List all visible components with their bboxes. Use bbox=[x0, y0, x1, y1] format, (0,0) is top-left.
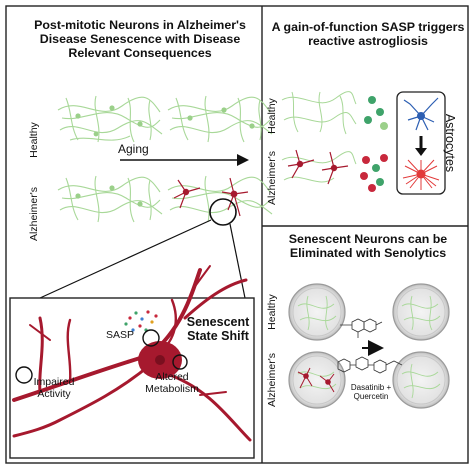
sasp-particles bbox=[124, 310, 158, 332]
neuron-nucleus bbox=[155, 355, 165, 365]
petri-alz-before bbox=[288, 351, 346, 409]
zoom-line-right bbox=[229, 223, 246, 299]
drug-label: Dasatinib + Quercetin bbox=[350, 383, 392, 401]
healthy-network-aged bbox=[167, 95, 273, 143]
tr-healthy-sasp bbox=[364, 96, 388, 130]
senescent-neuron-zoom bbox=[12, 265, 252, 442]
tr-row-label-healthy: Healthy bbox=[266, 98, 278, 134]
tr-healthy-network bbox=[281, 91, 357, 135]
petri-alz-after bbox=[392, 351, 450, 409]
row-label-alzheimers: Alzheimer's bbox=[28, 187, 40, 241]
reactive-astrocyte-body bbox=[416, 169, 426, 179]
healthy-network-young bbox=[57, 95, 163, 143]
metabolism-circle bbox=[172, 354, 188, 370]
br-row-label-healthy: Healthy bbox=[266, 294, 278, 330]
aging-label: Aging bbox=[118, 142, 149, 156]
reactive-astrocyte bbox=[402, 159, 440, 190]
tr-alz-sasp bbox=[360, 154, 388, 192]
sasp-circle bbox=[142, 329, 160, 347]
resting-astrocyte bbox=[403, 97, 439, 131]
alzheimers-network-young bbox=[57, 175, 163, 223]
zoom-line-left bbox=[39, 219, 212, 299]
resting-astrocyte-body bbox=[417, 112, 425, 120]
main-panel-title: Post-mitotic Neurons in Alzheimer's Dise… bbox=[34, 18, 246, 60]
activity-circle bbox=[15, 366, 33, 384]
senolytics-panel-title: Senescent Neurons can be Eliminated with… bbox=[288, 232, 448, 260]
astrocyte-arrowhead bbox=[415, 148, 427, 156]
br-row-label-alzheimers: Alzheimer's bbox=[266, 353, 278, 407]
petri-healthy-before bbox=[288, 283, 346, 341]
astrogliosis-panel-title: A gain-of-function SASP triggers reactiv… bbox=[271, 20, 465, 48]
tr-row-label-alzheimers: Alzheimer's bbox=[266, 151, 278, 205]
tr-alz-network bbox=[281, 149, 357, 185]
row-label-healthy: Healthy bbox=[28, 122, 40, 158]
senolytic-molecules bbox=[337, 318, 403, 374]
zoom-circle bbox=[209, 198, 237, 226]
impaired-activity-label: Impaired Activity bbox=[33, 376, 75, 400]
altered-metabolism-label: Altered Metabolism bbox=[145, 371, 199, 395]
sasp-label: SASP bbox=[105, 329, 134, 341]
astrocytes-label: Astrocytes bbox=[443, 113, 457, 173]
alzheimers-network-aged bbox=[167, 175, 273, 223]
senescent-state-shift-label: Senescent State Shift bbox=[186, 315, 250, 343]
outer-frame bbox=[5, 5, 469, 464]
petri-healthy-after bbox=[392, 283, 450, 341]
